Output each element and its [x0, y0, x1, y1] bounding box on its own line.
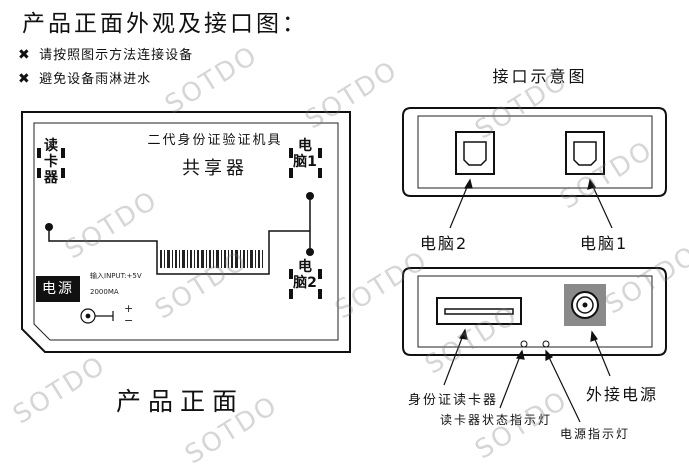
reader-status-callout: 读卡器状态指示灯 [440, 413, 553, 427]
callout-arrows [443, 328, 611, 423]
usb-port-pc2 [455, 131, 495, 175]
power-led [542, 340, 550, 348]
circuit-node-pc2 [306, 248, 314, 256]
power-jack [564, 284, 606, 326]
pc1-bracket [289, 148, 322, 178]
card-slot [436, 297, 522, 325]
usb-port-pc1 [565, 131, 605, 175]
interface-title: 接口示意图 [492, 67, 588, 86]
front-panel-outline [21, 111, 351, 353]
input-spec: 输入INPUT:+5V [90, 272, 142, 280]
interface-front-outline [402, 267, 667, 356]
warning-icon: ✖ [18, 47, 31, 63]
device-subtitle: 共享器 [182, 158, 248, 179]
card-reader-callout: 身份证读卡器 [408, 393, 499, 408]
diagram-lineart [21, 107, 667, 423]
circuit-node-left [45, 223, 53, 231]
card-reader-bracket [37, 148, 65, 178]
minus-sign: − [124, 314, 134, 327]
external-power-callout: 外接电源 [586, 385, 659, 404]
card-reader-label: 读卡器 [44, 138, 58, 186]
page-title: 产品正面外观及接口图： [22, 11, 308, 37]
pc2-port-label: 电脑2 [420, 234, 469, 253]
circuit-node-pc1 [306, 192, 314, 200]
front-panel-inner [33, 122, 339, 341]
device-title: 二代身份证验证机具 [147, 133, 283, 148]
port-arrows [449, 178, 613, 229]
warning-icon: ✖ [18, 71, 31, 87]
polarity-icon [80, 308, 114, 324]
power-indicator-callout: 电源指示灯 [560, 427, 631, 441]
note-connect: ✖ 请按照图示方法连接设备 [18, 44, 193, 63]
interface-front-inner [417, 275, 653, 348]
front-caption: 产品正面 [115, 387, 244, 416]
note-connect-text: 请按照图示方法连接设备 [39, 48, 194, 63]
pc2-label: 电脑2 [293, 259, 317, 291]
plus-sign: + [124, 302, 134, 315]
circuit-lines [48, 196, 311, 275]
power-label: 电源 [36, 276, 80, 302]
current-spec: 2000MA [90, 288, 119, 296]
reader-status-led [520, 340, 528, 348]
barcode [160, 250, 263, 268]
interface-rear-outline [402, 107, 667, 197]
note-water: ✖ 避免设备雨淋进水 [18, 68, 151, 87]
pc1-port-label: 电脑1 [580, 234, 629, 253]
pc1-label: 电脑1 [293, 138, 317, 170]
interface-rear-inner [417, 115, 653, 189]
pc2-bracket [289, 269, 322, 299]
note-water-text: 避免设备雨淋进水 [39, 72, 152, 87]
